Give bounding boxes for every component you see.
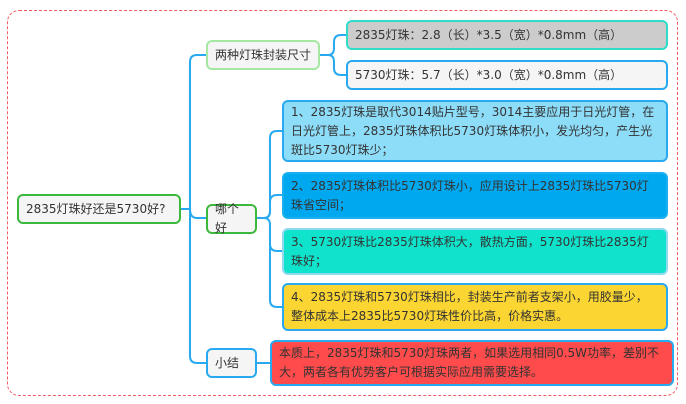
which-item-4[interactable]: 4、2835灯珠和5730灯珠相比，封装生产前者支架小，用胶量少，整体成本上28…: [282, 283, 668, 331]
connector-root-sizes: [189, 54, 206, 209]
which-item-1[interactable]: 1、2835灯珠是取代3014贴片型号，3014主要应用于日光灯管，在日光灯管上…: [282, 100, 668, 162]
connector-root-summary: [189, 209, 206, 364]
sizes-item-5730[interactable]: 5730灯珠：5.7（长）*3.0（宽）*0.8mm（高）: [346, 60, 668, 90]
which-item-2[interactable]: 2、2835灯珠体积比5730灯珠小，应用设计上2835灯珠比5730灯珠省空间…: [282, 172, 668, 219]
summary-text[interactable]: 本质上，2835灯珠和5730灯珠两者，如果选用相同0.5W功率，差别不大，两者…: [270, 340, 674, 386]
branch-summary[interactable]: 小结: [206, 348, 257, 378]
sizes-item-2835[interactable]: 2835灯珠：2.8（长）*3.5（宽）*0.8mm（高）: [346, 20, 668, 50]
root-node[interactable]: 2835灯珠好还是5730好?: [17, 194, 181, 224]
which-item-3[interactable]: 3、5730灯珠比2835灯珠体积大，散热方面，5730灯珠比2835灯珠好；: [282, 228, 668, 275]
branch-which[interactable]: 哪个好: [206, 202, 257, 235]
branch-sizes[interactable]: 两种灯珠封装尺寸: [206, 40, 320, 70]
connector-which-item2: [263, 194, 282, 219]
boundary-frame: [7, 10, 678, 396]
connector-sizes-leaf2: [327, 54, 346, 76]
connector-which-item3: [263, 217, 282, 252]
connector-sizes-leaf1: [320, 34, 346, 56]
connector-root-which: [189, 208, 206, 219]
connector-which-item4: [269, 244, 282, 308]
